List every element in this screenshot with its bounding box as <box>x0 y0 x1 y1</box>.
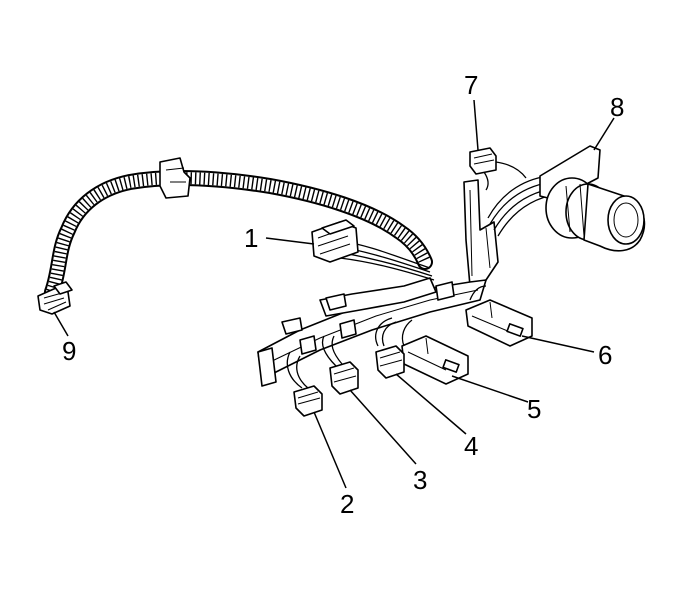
leader-4 <box>395 373 467 435</box>
corrugated-conduit <box>44 170 433 300</box>
callout-1: 1 <box>244 223 258 253</box>
leader-5 <box>451 375 529 403</box>
connector-5 <box>401 319 469 385</box>
leader-1 <box>265 237 315 245</box>
callout-8: 8 <box>610 92 624 122</box>
leader-3 <box>349 389 417 465</box>
connector-8 <box>539 145 646 252</box>
connector-6 <box>465 285 533 347</box>
callout-3: 3 <box>413 465 427 495</box>
callout-5: 5 <box>527 394 541 424</box>
connector-7 <box>469 147 527 191</box>
leader-7 <box>473 99 479 151</box>
connector-4 <box>375 317 405 379</box>
connector-1 <box>311 219 359 263</box>
callout-labels: 1 2 3 4 5 6 7 8 9 <box>62 70 624 519</box>
leader-6 <box>521 335 595 353</box>
leader-8 <box>593 117 615 151</box>
leader-2 <box>313 411 347 489</box>
leader-9 <box>53 311 69 337</box>
callout-9: 9 <box>62 336 76 366</box>
callout-2: 2 <box>340 489 354 519</box>
connector-2 <box>286 351 323 417</box>
conduit-clip <box>159 157 191 199</box>
callout-4: 4 <box>464 431 478 461</box>
connector-9 <box>37 281 73 315</box>
callout-6: 6 <box>598 340 612 370</box>
callout-7: 7 <box>464 70 478 100</box>
leader-lines <box>53 99 615 489</box>
harness-carrier <box>257 179 499 387</box>
connector-3 <box>321 335 359 395</box>
